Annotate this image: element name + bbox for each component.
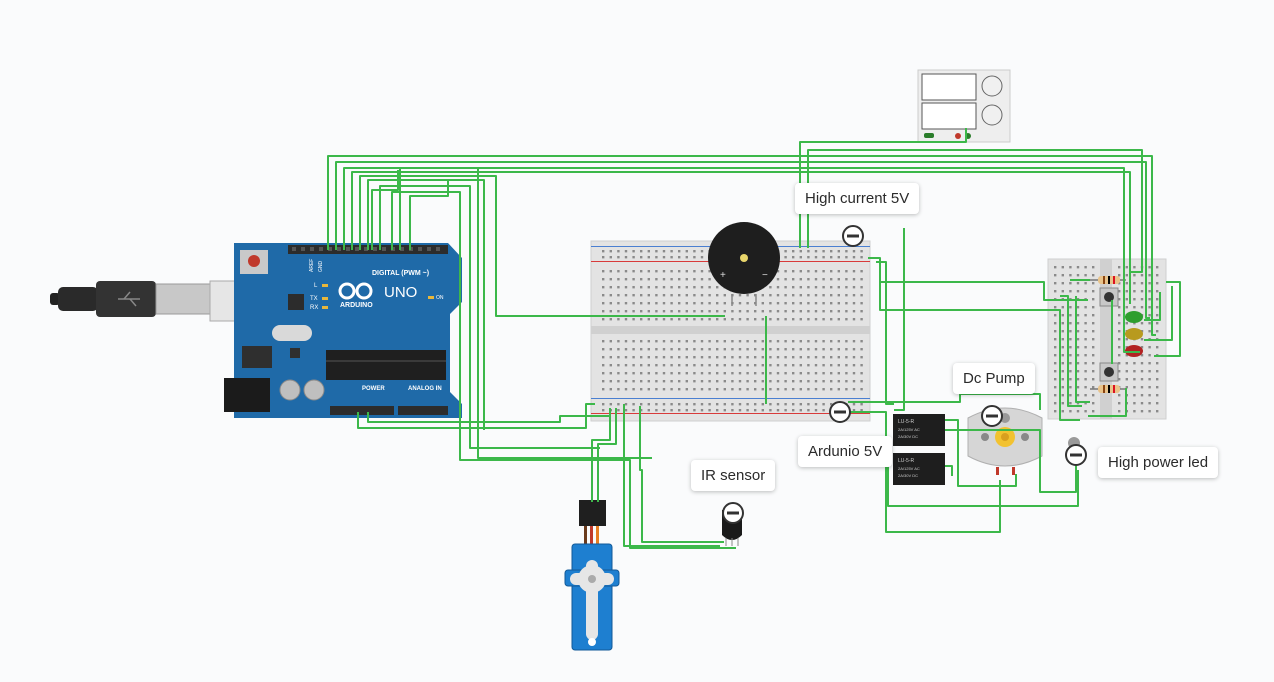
relay-1[interactable]: LU-5-R 2A/125V AC 2A/30V DC [893, 414, 945, 446]
power-header-label: POWER [362, 386, 385, 392]
tx-label: TX [310, 296, 318, 302]
relay-1-rating-ac: 2A/125V AC [898, 427, 920, 432]
wires[interactable] [327, 128, 1181, 549]
digital-pwm-label: DIGITAL (PWM ~) [372, 270, 429, 277]
voltage-knob[interactable] [981, 75, 1003, 97]
aref-label: AREF [309, 259, 315, 272]
buzzer-plus-sign: + [720, 270, 726, 281]
current-knob[interactable] [981, 104, 1003, 126]
dc-pump-label: Dc Pump [953, 363, 1035, 394]
on-label: ON [436, 295, 444, 301]
arduino-brand-label: ARDUINO [340, 302, 373, 309]
relay-2[interactable]: LU-5-R 2A/125V AC 2A/30V DC [893, 453, 945, 485]
buzzer-minus-sign: − [762, 270, 768, 281]
ir-sensor[interactable] [722, 510, 742, 546]
relay-1-model: LU-5-R [898, 419, 915, 425]
high-current-5v-label: High current 5V [795, 183, 920, 214]
arduino-model-label: UNO [384, 284, 417, 301]
analog-in-label: ANALOG IN [408, 386, 442, 392]
push-button-top[interactable] [1099, 287, 1119, 307]
gnd-label: GND [318, 261, 324, 273]
main-breadboard[interactable] [590, 240, 871, 422]
reset-button[interactable] [248, 255, 260, 267]
relay-2-rating-ac: 2A/125V AC [898, 466, 920, 471]
resistor-bottom[interactable] [1090, 385, 1126, 393]
relay-1-rating-dc: 2A/30V DC [898, 434, 918, 439]
relay-2-model: LU-5-R [898, 458, 915, 464]
resistor-top[interactable] [1090, 276, 1126, 284]
ardunio-5v-label: Ardunio 5V [798, 436, 893, 467]
arduino-uno-board[interactable]: AREF GND DIGITAL (PWM ~) L TX RX UNO ARD… [224, 243, 462, 418]
high-power-led-label: High power led [1098, 447, 1219, 478]
piezo-buzzer[interactable]: + − [708, 222, 780, 306]
led-yellow[interactable] [1125, 328, 1143, 340]
high-power-led[interactable] [1068, 437, 1080, 449]
push-button-bottom[interactable] [1099, 362, 1119, 382]
dc-pump-motor[interactable] [967, 407, 1043, 475]
led-l-label: L [314, 283, 318, 289]
ir-sensor-label: IR sensor [691, 460, 776, 491]
relay-2-rating-dc: 2A/30V DC [898, 473, 918, 478]
servo-motor[interactable] [564, 500, 620, 651]
usb-icon [118, 291, 140, 307]
power-supply[interactable] [917, 69, 1011, 143]
arduino-infinity-logo-icon [338, 282, 373, 300]
led-green[interactable] [1125, 311, 1143, 323]
rx-label: RX [310, 305, 318, 311]
breadboard-holes[interactable] [602, 250, 863, 412]
